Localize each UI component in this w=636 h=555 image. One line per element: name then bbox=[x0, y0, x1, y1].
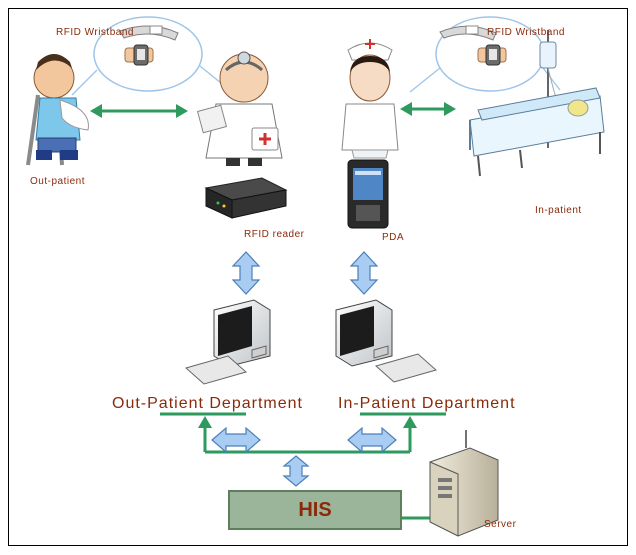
wristband-label-left: RFID Wristband bbox=[56, 27, 134, 38]
watch-icon bbox=[477, 44, 507, 66]
server-label: Server bbox=[484, 519, 517, 530]
pda-label: PDA bbox=[382, 232, 405, 243]
nurse-icon bbox=[341, 39, 399, 159]
out-patient-label: Out-patient bbox=[30, 176, 85, 187]
in-patient-department-label: In-Patient Department bbox=[338, 395, 516, 412]
computer-icon bbox=[184, 299, 271, 385]
patient-crutches-icon bbox=[26, 54, 89, 166]
vertical-arrow-network-to-his bbox=[282, 455, 310, 487]
in-patient-label: In-patient bbox=[535, 205, 582, 216]
rfid-reader-icon bbox=[204, 177, 288, 219]
computer-icon bbox=[335, 299, 438, 383]
vertical-arrow-pda-to-pc bbox=[349, 251, 379, 295]
vertical-arrow-reader-to-pc bbox=[231, 251, 261, 295]
rfid-reader-label: RFID reader bbox=[244, 229, 305, 240]
link-arrow-left bbox=[90, 104, 188, 118]
hospital-bed-icon bbox=[469, 30, 605, 177]
horizontal-arrow-out-dept bbox=[211, 426, 261, 454]
network-links bbox=[198, 416, 440, 520]
link-arrow-right bbox=[400, 102, 456, 116]
diagram-frame bbox=[8, 8, 628, 546]
horizontal-arrow-in-dept bbox=[347, 426, 397, 454]
out-patient-department-label: Out-Patient Department bbox=[112, 395, 303, 412]
doctor-icon bbox=[196, 51, 283, 166]
pda-icon bbox=[347, 159, 389, 229]
watch-icon bbox=[124, 44, 154, 66]
wristband-label-right: RFID Wristband bbox=[487, 27, 565, 38]
server-icon bbox=[429, 430, 499, 537]
his-box: HIS bbox=[228, 490, 402, 530]
